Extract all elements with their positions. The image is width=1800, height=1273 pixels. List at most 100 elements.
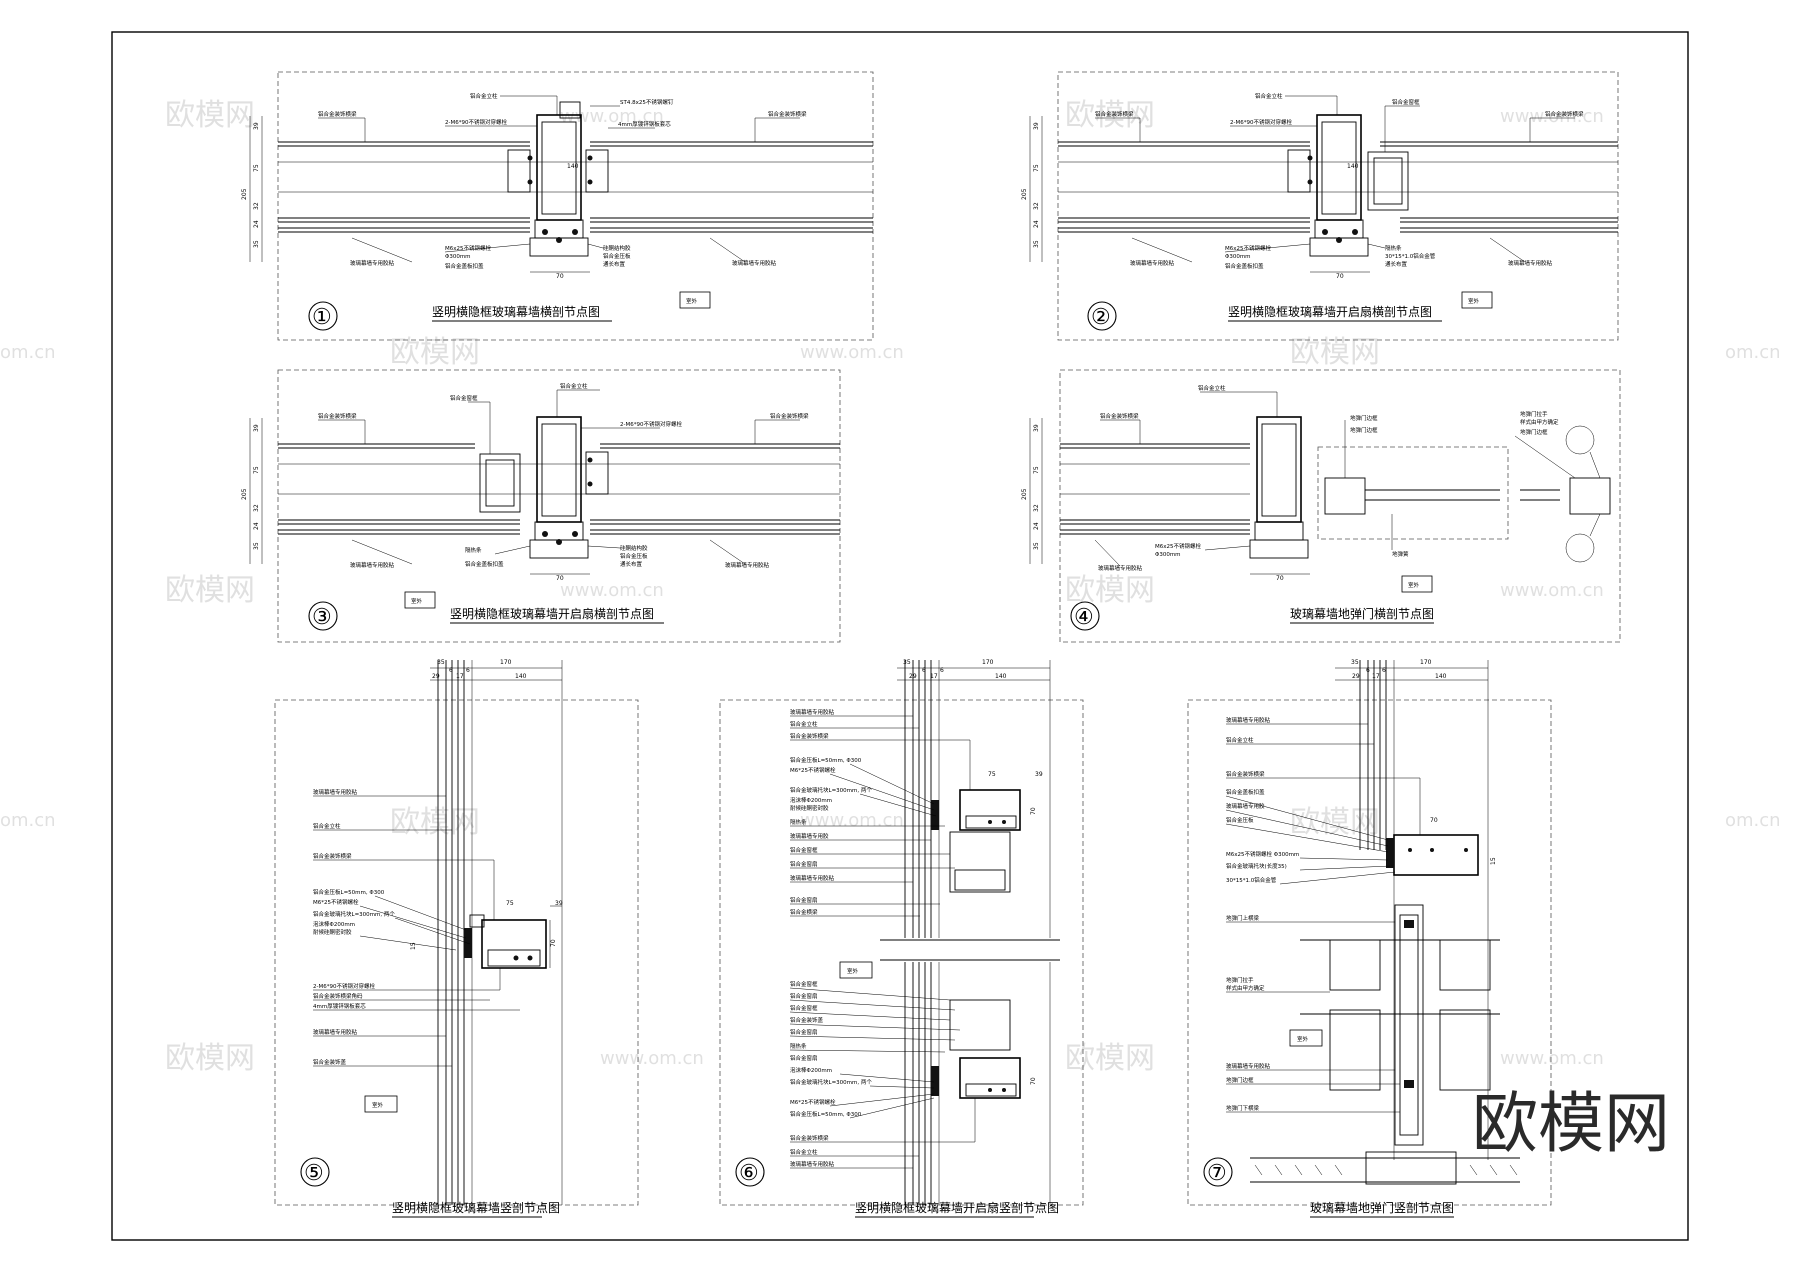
detail-border bbox=[274, 699, 639, 1206]
svg-text:24: 24 bbox=[1033, 522, 1040, 530]
svg-text:地弹门边框: 地弹门边框 bbox=[1226, 1076, 1254, 1084]
sheet-frame bbox=[111, 31, 1689, 1241]
watermark-url: www.om.cn bbox=[560, 580, 664, 601]
svg-text:铝合金立柱: 铝合金立柱 bbox=[790, 720, 818, 728]
watermark-url: www.om.cn bbox=[1500, 580, 1604, 601]
svg-text:③: ③ bbox=[312, 605, 332, 630]
svg-text:30*15*1.0铝合金管: 30*15*1.0铝合金管 bbox=[1385, 252, 1436, 260]
svg-text:隔热条: 隔热条 bbox=[1385, 244, 1402, 252]
svg-text:铝合金立柱: 铝合金立柱 bbox=[790, 1148, 818, 1156]
svg-text:32: 32 bbox=[1033, 202, 1040, 210]
svg-text:样式由甲方确定: 样式由甲方确定 bbox=[1520, 418, 1559, 426]
svg-text:地弹门拉手: 地弹门拉手 bbox=[1520, 410, 1548, 418]
svg-text:75: 75 bbox=[253, 466, 260, 474]
watermark-brand: 欧模网 bbox=[1065, 1041, 1155, 1076]
svg-text:35: 35 bbox=[903, 659, 911, 666]
svg-text:铝合金装饰横梁: 铝合金装饰横梁 bbox=[790, 1134, 829, 1142]
svg-text:玻璃幕墙专用胶粘: 玻璃幕墙专用胶粘 bbox=[790, 874, 835, 882]
watermark-brand: 欧模网 bbox=[1290, 335, 1380, 370]
svg-text:室外: 室外 bbox=[411, 597, 423, 605]
svg-text:铝合金窗扇: 铝合金窗扇 bbox=[790, 992, 818, 1000]
svg-text:⑤: ⑤ bbox=[304, 1161, 324, 1186]
svg-text:通长布置: 通长布置 bbox=[1385, 260, 1408, 268]
detail-title: 竖明横隐框玻璃幕墙竖剖节点图 bbox=[392, 1201, 560, 1215]
svg-text:6: 6 bbox=[466, 667, 470, 674]
svg-text:铝合金窗扇: 铝合金窗扇 bbox=[790, 896, 818, 904]
svg-text:玻璃幕墙专用胶: 玻璃幕墙专用胶 bbox=[790, 832, 829, 840]
detail-title: 玻璃幕墙地弹门竖剖节点图 bbox=[1310, 1200, 1454, 1215]
svg-text:铝合金玻璃托块L=300mm, 两个: 铝合金玻璃托块L=300mm, 两个 bbox=[313, 910, 395, 918]
watermark-brand: 欧模网 bbox=[165, 573, 255, 608]
watermark-url: www.om.cn bbox=[800, 810, 904, 831]
detail-border bbox=[277, 71, 874, 341]
svg-text:140: 140 bbox=[995, 673, 1007, 680]
svg-text:29: 29 bbox=[432, 673, 440, 680]
watermark-brand: 欧模网 bbox=[1290, 805, 1380, 840]
svg-text:140: 140 bbox=[567, 163, 579, 170]
detail-border bbox=[1057, 71, 1619, 341]
svg-text:铝合金立柱: 铝合金立柱 bbox=[1198, 384, 1226, 392]
watermark-url: www.om.cn bbox=[800, 342, 904, 363]
svg-text:室外: 室外 bbox=[1408, 581, 1420, 589]
svg-text:铝合金压板L=50mm, Φ300: 铝合金压板L=50mm, Φ300 bbox=[790, 756, 862, 764]
svg-text:205: 205 bbox=[1021, 488, 1028, 500]
svg-text:2-M6*90不锈钢对穿螺栓: 2-M6*90不锈钢对穿螺栓 bbox=[620, 420, 682, 428]
svg-text:样式由甲方确定: 样式由甲方确定 bbox=[1226, 984, 1265, 992]
watermark-brand: 欧模网 bbox=[390, 335, 480, 370]
svg-text:35: 35 bbox=[253, 240, 260, 248]
svg-text:17: 17 bbox=[456, 673, 464, 680]
detail-border bbox=[1059, 369, 1621, 643]
svg-text:4mm厚镀锌钢板套芯: 4mm厚镀锌钢板套芯 bbox=[618, 120, 671, 128]
svg-text:铝合金装饰横梁: 铝合金装饰横梁 bbox=[1226, 770, 1265, 778]
svg-text:铝合金装饰横梁: 铝合金装饰横梁 bbox=[1545, 110, 1584, 118]
svg-text:铝合金窗框: 铝合金窗框 bbox=[790, 846, 818, 854]
svg-text:铝合金窗框: 铝合金窗框 bbox=[790, 1004, 818, 1012]
svg-text:170: 170 bbox=[982, 659, 994, 666]
svg-text:铝合金装饰盖: 铝合金装饰盖 bbox=[790, 1016, 824, 1024]
svg-text:Φ300mm: Φ300mm bbox=[1225, 254, 1251, 260]
svg-text:铝合金窗扇: 铝合金窗扇 bbox=[790, 860, 818, 868]
svg-text:2-M6*90不锈钢对穿螺栓: 2-M6*90不锈钢对穿螺栓 bbox=[313, 982, 375, 990]
svg-text:铝合金装饰横梁: 铝合金装饰横梁 bbox=[768, 110, 807, 118]
svg-text:铝合金盖板扣盖: 铝合金盖板扣盖 bbox=[445, 262, 484, 270]
svg-text:170: 170 bbox=[500, 659, 512, 666]
svg-text:玻璃幕墙专用胶粘: 玻璃幕墙专用胶粘 bbox=[1226, 716, 1271, 724]
svg-text:17: 17 bbox=[930, 673, 938, 680]
svg-text:70: 70 bbox=[1276, 575, 1284, 582]
detail-title: 竖明横隐框玻璃幕墙开启扇横剖节点图 bbox=[450, 606, 654, 621]
svg-text:30*15*1.0铝合金管: 30*15*1.0铝合金管 bbox=[1226, 876, 1277, 884]
svg-text:M6x25不锈钢螺栓: M6x25不锈钢螺栓 bbox=[445, 244, 491, 252]
svg-text:15: 15 bbox=[410, 942, 417, 950]
svg-text:39: 39 bbox=[555, 900, 563, 907]
svg-text:泡沫棒Φ200mm: 泡沫棒Φ200mm bbox=[790, 796, 832, 804]
svg-text:室外: 室外 bbox=[847, 967, 859, 975]
svg-text:铝合金装饰横梁角码: 铝合金装饰横梁角码 bbox=[313, 992, 363, 1000]
svg-text:铝合金窗框: 铝合金窗框 bbox=[1392, 98, 1420, 106]
svg-text:玻璃幕墙专用胶粘: 玻璃幕墙专用胶粘 bbox=[350, 561, 395, 569]
svg-text:24: 24 bbox=[253, 220, 260, 228]
svg-text:铝合金窗扇: 铝合金窗扇 bbox=[790, 1028, 818, 1036]
svg-text:铝合金装饰盖: 铝合金装饰盖 bbox=[313, 1058, 347, 1066]
svg-text:地弹门拉手: 地弹门拉手 bbox=[1226, 976, 1254, 984]
svg-text:铝合金装饰横梁: 铝合金装饰横梁 bbox=[790, 732, 829, 740]
svg-text:玻璃幕墙专用胶粘: 玻璃幕墙专用胶粘 bbox=[1098, 564, 1143, 572]
watermark-url: om.cn bbox=[1725, 342, 1781, 363]
svg-text:70: 70 bbox=[556, 273, 564, 280]
svg-text:29: 29 bbox=[1352, 673, 1360, 680]
svg-text:205: 205 bbox=[241, 188, 248, 200]
svg-text:35: 35 bbox=[253, 542, 260, 550]
detail-title: 竖明横隐框玻璃幕墙开启扇竖剖节点图 bbox=[855, 1200, 1059, 1215]
svg-text:硅酮结构胶: 硅酮结构胶 bbox=[603, 244, 631, 252]
svg-text:24: 24 bbox=[253, 522, 260, 530]
svg-text:泡沫棒Φ200mm: 泡沫棒Φ200mm bbox=[313, 920, 355, 928]
svg-text:铝合金立柱: 铝合金立柱 bbox=[470, 92, 498, 100]
svg-text:75: 75 bbox=[506, 900, 514, 907]
svg-text:75: 75 bbox=[1033, 466, 1040, 474]
svg-text:地弹门上横梁: 地弹门上横梁 bbox=[1226, 914, 1260, 922]
svg-text:②: ② bbox=[1091, 305, 1111, 330]
svg-text:39: 39 bbox=[1035, 771, 1043, 778]
svg-text:2-M6*90不锈钢对穿螺栓: 2-M6*90不锈钢对穿螺栓 bbox=[445, 118, 507, 126]
svg-text:15: 15 bbox=[1490, 857, 1497, 865]
svg-text:铝合金装饰横梁: 铝合金装饰横梁 bbox=[1100, 412, 1139, 420]
svg-text:39: 39 bbox=[1033, 122, 1040, 130]
